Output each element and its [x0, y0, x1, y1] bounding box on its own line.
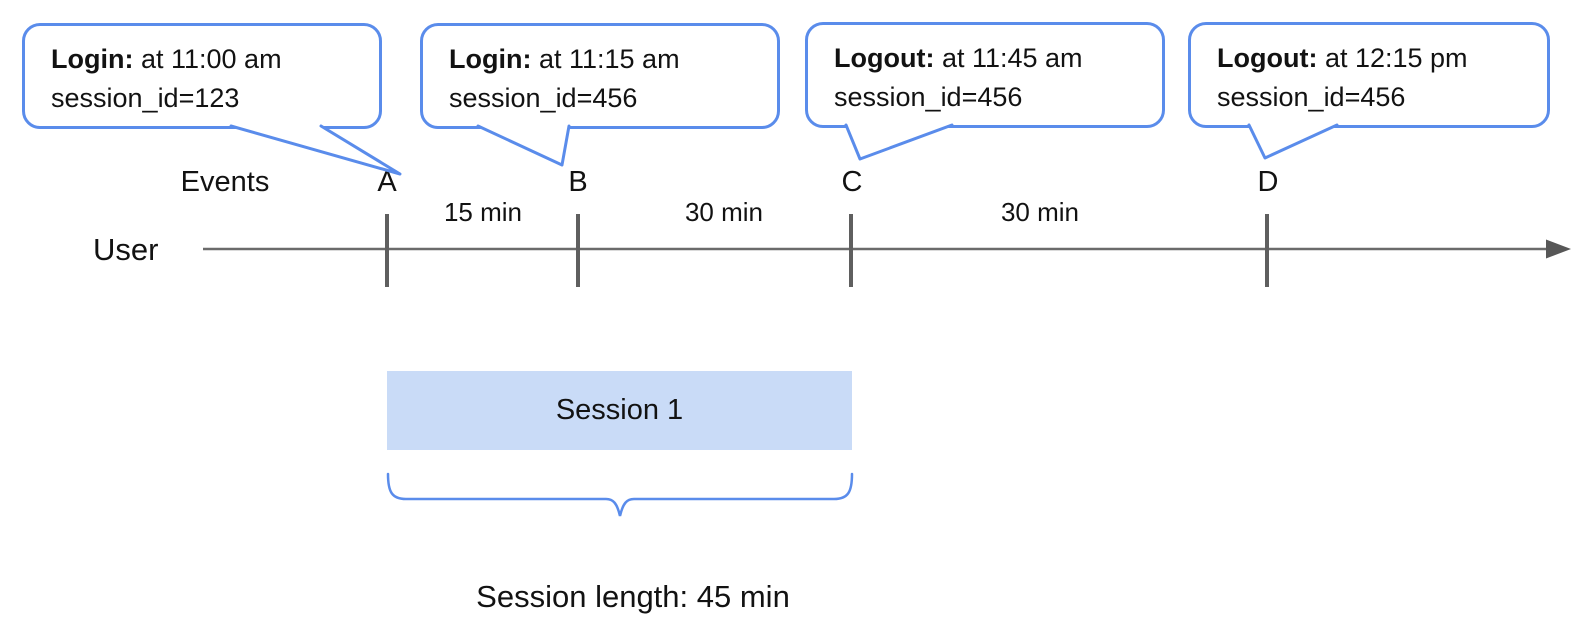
interval-label-ab: 15 min	[443, 197, 523, 227]
events-label: Events	[180, 166, 270, 198]
callout-line2: session_id=456	[449, 83, 638, 113]
event-letter-c: C	[841, 166, 863, 198]
interval-label-cd: 30 min	[1000, 197, 1080, 227]
user-row-label: User	[93, 232, 159, 267]
callout-line1: Logout: at 11:45 am	[834, 39, 1146, 78]
session-1-label: Session 1	[555, 394, 684, 426]
timeline-arrowhead-icon	[1546, 239, 1571, 259]
interval-label-bc: 30 min	[684, 197, 764, 227]
callout-tail-d	[1247, 123, 1339, 160]
event-type: Login:	[449, 44, 532, 74]
event-type: Logout:	[1217, 43, 1318, 73]
callout-logout-c: Logout: at 11:45 am session_id=456	[805, 22, 1165, 128]
callout-tail-b	[476, 124, 571, 167]
session-length-caption: Session length: 45 min	[476, 579, 790, 614]
callout-tail-c	[844, 123, 954, 161]
callout-line1: Login: at 11:00 am	[51, 40, 363, 79]
event-time: at 11:45 am	[934, 43, 1083, 73]
callout-line2: session_id=456	[1217, 82, 1406, 112]
event-time: at 11:00 am	[133, 44, 282, 74]
callout-logout-d: Logout: at 12:15 pm session_id=456	[1188, 22, 1550, 128]
event-time: at 11:15 am	[531, 44, 680, 74]
callout-login-b: Login: at 11:15 am session_id=456	[420, 23, 780, 129]
callout-line1: Logout: at 12:15 pm	[1217, 39, 1531, 78]
callout-line1: Login: at 11:15 am	[449, 40, 761, 79]
callout-line2: session_id=456	[834, 82, 1023, 112]
event-type: Logout:	[834, 43, 935, 73]
callout-line2: session_id=123	[51, 83, 240, 113]
event-type: Login:	[51, 44, 134, 74]
event-time: at 12:15 pm	[1317, 43, 1468, 73]
event-letter-b: B	[568, 166, 588, 198]
session-1-box: Session 1	[387, 371, 852, 450]
event-letter-d: D	[1257, 166, 1279, 198]
session-length-brace	[386, 472, 854, 517]
event-letter-a: A	[377, 166, 397, 198]
callout-login-a: Login: at 11:00 am session_id=123	[22, 23, 382, 129]
